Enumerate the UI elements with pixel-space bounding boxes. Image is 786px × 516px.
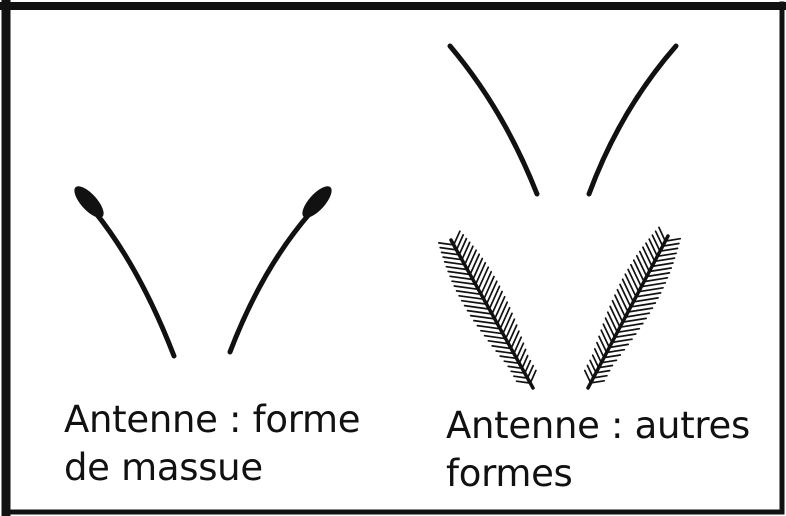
plumose-barb <box>454 286 478 289</box>
plumose-barb <box>637 256 647 277</box>
plumose-barb <box>623 279 634 302</box>
plumose-barb <box>500 308 509 329</box>
plumose-barb <box>606 318 615 337</box>
plumose-barb <box>467 250 476 269</box>
plumose-barb <box>462 301 487 304</box>
plumose-antenna-pair <box>439 227 680 388</box>
plumose-barb <box>613 301 623 322</box>
plumose-barb <box>457 291 482 294</box>
filiform-antenna-pair <box>450 46 676 194</box>
plumose-barb <box>631 265 641 287</box>
plumose-barb <box>620 284 631 307</box>
plumose-barb <box>452 281 476 284</box>
caption-club-antenna: Antenne : forme de massue <box>64 396 360 492</box>
plumose-barb <box>473 259 482 280</box>
plumose-barb <box>634 260 644 281</box>
plumose-barb <box>478 267 488 289</box>
plumose-barb <box>468 311 493 314</box>
caption-club-line1: Antenne : forme <box>64 396 360 444</box>
plumose-barb <box>487 281 497 304</box>
plumose-barb <box>503 313 512 333</box>
plumose-barb <box>640 252 650 272</box>
caption-other-line1: Antenne : autres <box>446 402 750 450</box>
plumose-barb <box>610 306 620 327</box>
plumose-barb <box>525 361 531 374</box>
filiform-antenna-right <box>589 46 676 194</box>
plumose-barb <box>459 296 484 299</box>
plumose-barb <box>476 263 486 285</box>
plumose-barb <box>506 319 515 339</box>
club-antenna-left <box>70 182 174 356</box>
plumose-barb <box>522 356 528 369</box>
plumose-barb <box>603 324 612 342</box>
club-antenna-right <box>230 182 336 352</box>
plumose-barb <box>498 302 508 324</box>
plumose-barb <box>489 286 499 309</box>
plumose-barb <box>528 366 534 379</box>
caption-other-line2: formes <box>446 450 750 498</box>
plumose-antenna-left <box>439 231 536 388</box>
plumose-barb <box>646 243 655 261</box>
plumose-barb <box>471 316 495 319</box>
plumose-barb <box>643 247 652 266</box>
plumose-barb <box>465 306 490 310</box>
plumose-barb <box>492 292 502 315</box>
plumose-barb <box>484 277 494 300</box>
caption-other-antenna: Antenne : autres formes <box>446 402 750 498</box>
plumose-barb <box>625 274 636 297</box>
plumose-barb <box>615 295 625 317</box>
plumose-barb <box>495 297 505 319</box>
plumose-barb <box>608 312 618 332</box>
plumose-barb <box>470 254 479 274</box>
caption-club-line2: de massue <box>64 444 360 492</box>
plumose-barb <box>530 371 536 384</box>
plumose-antenna-right <box>585 227 680 388</box>
plumose-barb <box>617 290 628 312</box>
plumose-barb <box>590 360 596 372</box>
plumose-barb <box>481 272 491 295</box>
plumose-barb <box>628 270 639 292</box>
club-antenna-pair <box>70 182 337 356</box>
filiform-antenna-left <box>450 46 537 194</box>
